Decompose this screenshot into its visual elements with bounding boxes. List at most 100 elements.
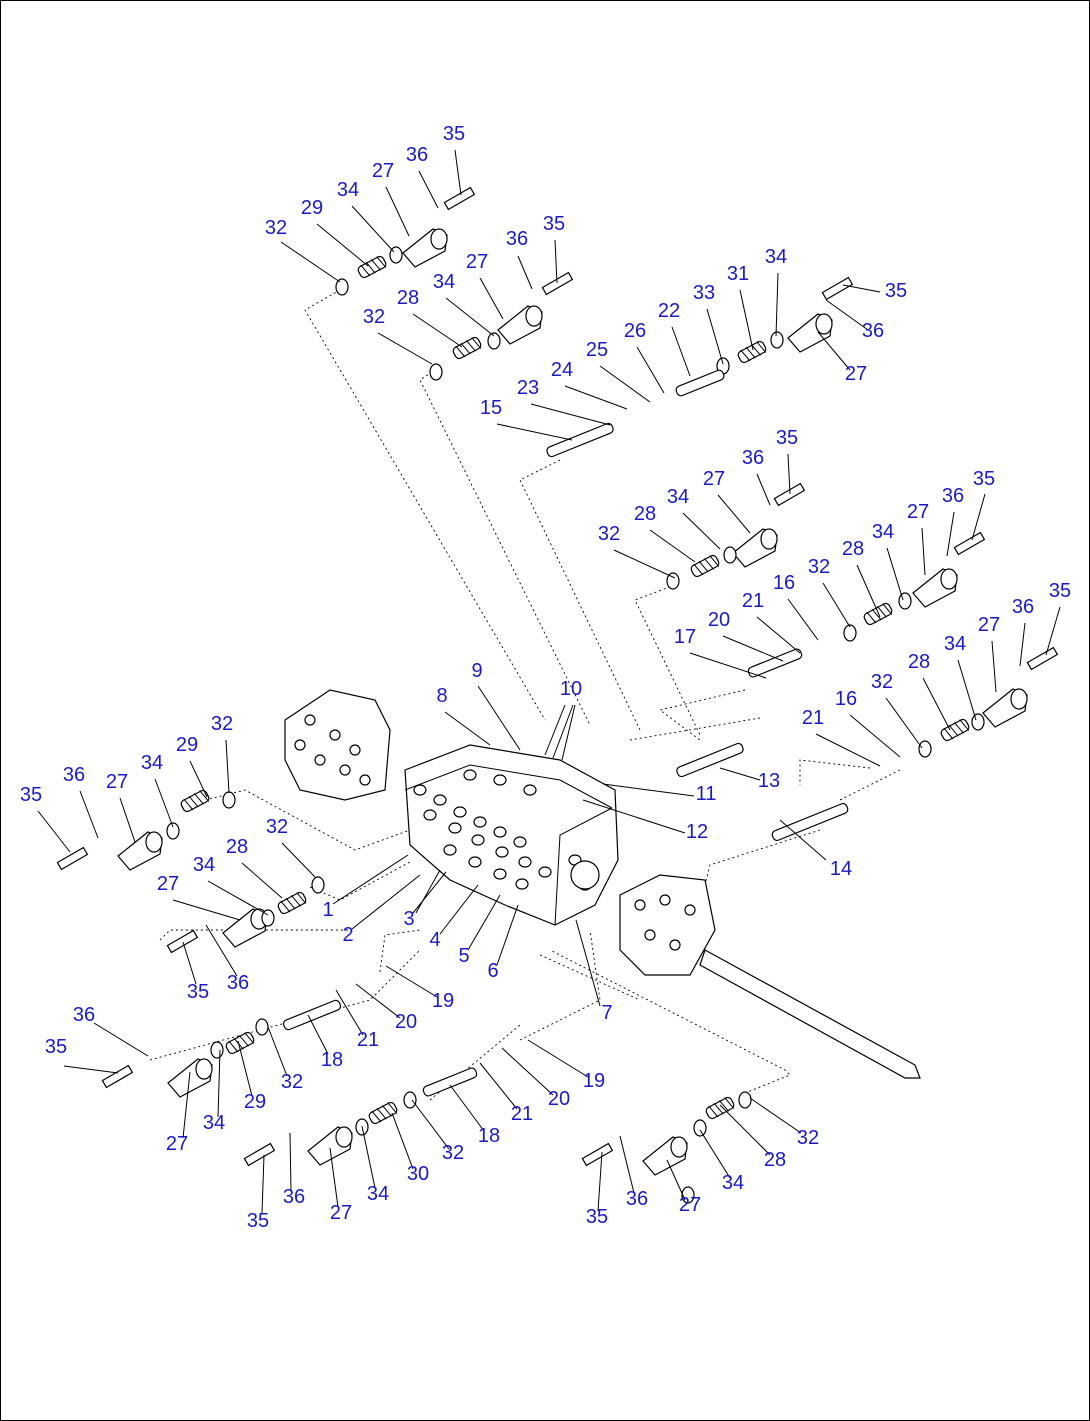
part-label-28: 28 xyxy=(634,503,656,525)
part-label-34: 34 xyxy=(203,1112,225,1134)
part-label-35: 35 xyxy=(776,427,798,449)
part-label-27: 27 xyxy=(679,1194,701,1216)
part-label-18: 18 xyxy=(478,1125,500,1147)
part-label-15: 15 xyxy=(480,397,502,419)
part-label-27: 27 xyxy=(372,160,394,182)
part-label-34: 34 xyxy=(944,633,966,655)
small-parts xyxy=(56,186,1059,1204)
part-label-23: 23 xyxy=(517,377,539,399)
part-label-27: 27 xyxy=(978,614,1000,636)
part-label-5: 5 xyxy=(458,945,469,967)
part-label-11: 11 xyxy=(696,783,717,805)
part-label-35: 35 xyxy=(973,468,995,490)
part-label-36: 36 xyxy=(626,1188,648,1210)
part-label-8: 8 xyxy=(436,685,447,707)
part-label-12: 12 xyxy=(686,821,708,843)
part-label-36: 36 xyxy=(283,1186,305,1208)
part-label-7: 7 xyxy=(601,1002,612,1024)
part-label-19: 19 xyxy=(432,990,454,1012)
part-label-32: 32 xyxy=(871,671,893,693)
part-label-29: 29 xyxy=(301,197,323,219)
part-label-31: 31 xyxy=(727,263,749,285)
part-label-32: 32 xyxy=(266,816,288,838)
part-label-34: 34 xyxy=(193,854,215,876)
part-label-35: 35 xyxy=(247,1210,269,1232)
part-label-27: 27 xyxy=(845,363,867,385)
part-label-34: 34 xyxy=(433,271,455,293)
part-label-30: 30 xyxy=(407,1163,429,1185)
part-label-27: 27 xyxy=(703,468,725,490)
part-label-29: 29 xyxy=(244,1091,266,1113)
part-label-16: 16 xyxy=(773,572,795,594)
component-drawings xyxy=(284,689,921,1079)
part-label-35: 35 xyxy=(45,1036,67,1058)
part-label-32: 32 xyxy=(598,523,620,545)
part-label-34: 34 xyxy=(722,1172,744,1194)
part-label-4: 4 xyxy=(429,929,440,951)
part-label-27: 27 xyxy=(166,1133,188,1155)
part-label-9: 9 xyxy=(471,660,482,682)
part-label-27: 27 xyxy=(466,251,488,273)
part-label-27: 27 xyxy=(907,501,929,523)
part-label-36: 36 xyxy=(942,485,964,507)
part-label-35: 35 xyxy=(543,213,565,235)
part-label-36: 36 xyxy=(1012,596,1034,618)
part-label-21: 21 xyxy=(802,707,824,729)
part-label-35: 35 xyxy=(187,981,209,1003)
part-label-35: 35 xyxy=(443,123,465,145)
part-label-36: 36 xyxy=(406,144,428,166)
part-label-32: 32 xyxy=(281,1071,303,1093)
part-label-32: 32 xyxy=(363,306,385,328)
part-label-24: 24 xyxy=(551,359,573,381)
part-label-1: 1 xyxy=(322,899,333,921)
part-label-34: 34 xyxy=(337,179,359,201)
part-label-28: 28 xyxy=(842,538,864,560)
part-label-32: 32 xyxy=(442,1142,464,1164)
part-label-2: 2 xyxy=(342,924,353,946)
leader-lines xyxy=(37,149,1061,1214)
part-label-27: 27 xyxy=(157,873,179,895)
part-label-29: 29 xyxy=(176,734,198,756)
part-label-36: 36 xyxy=(227,972,249,994)
part-label-26: 26 xyxy=(624,320,646,342)
part-label-34: 34 xyxy=(765,246,787,268)
part-label-22: 22 xyxy=(658,300,680,322)
part-label-35: 35 xyxy=(586,1206,608,1228)
part-label-28: 28 xyxy=(764,1149,786,1171)
part-label-28: 28 xyxy=(226,836,248,858)
part-label-28: 28 xyxy=(908,651,930,673)
part-label-32: 32 xyxy=(211,713,233,735)
part-label-35: 35 xyxy=(885,280,907,302)
part-label-35: 35 xyxy=(20,784,42,806)
part-label-34: 34 xyxy=(667,486,689,508)
part-label-19: 19 xyxy=(583,1070,605,1092)
part-label-35: 35 xyxy=(1049,580,1071,602)
part-label-13: 13 xyxy=(758,770,780,792)
part-label-36: 36 xyxy=(742,447,764,469)
part-label-36: 36 xyxy=(63,764,85,786)
part-label-20: 20 xyxy=(395,1011,417,1033)
part-label-32: 32 xyxy=(808,556,830,578)
part-label-20: 20 xyxy=(548,1088,570,1110)
part-label-32: 32 xyxy=(797,1127,819,1149)
part-label-17: 17 xyxy=(674,626,696,648)
part-label-36: 36 xyxy=(862,320,884,342)
part-label-36: 36 xyxy=(73,1004,95,1026)
part-label-33: 33 xyxy=(693,282,715,304)
part-label-27: 27 xyxy=(330,1202,352,1224)
part-label-34: 34 xyxy=(872,521,894,543)
part-label-21: 21 xyxy=(742,590,764,612)
part-label-36: 36 xyxy=(506,228,528,250)
part-label-20: 20 xyxy=(708,609,730,631)
dotted-guide-lines xyxy=(149,289,901,1101)
part-label-16: 16 xyxy=(835,688,857,710)
part-label-28: 28 xyxy=(397,287,419,309)
part-label-34: 34 xyxy=(141,752,163,774)
part-label-21: 21 xyxy=(357,1029,379,1051)
part-label-27: 27 xyxy=(106,771,128,793)
part-label-21: 21 xyxy=(511,1103,533,1125)
part-label-10: 10 xyxy=(560,678,582,700)
